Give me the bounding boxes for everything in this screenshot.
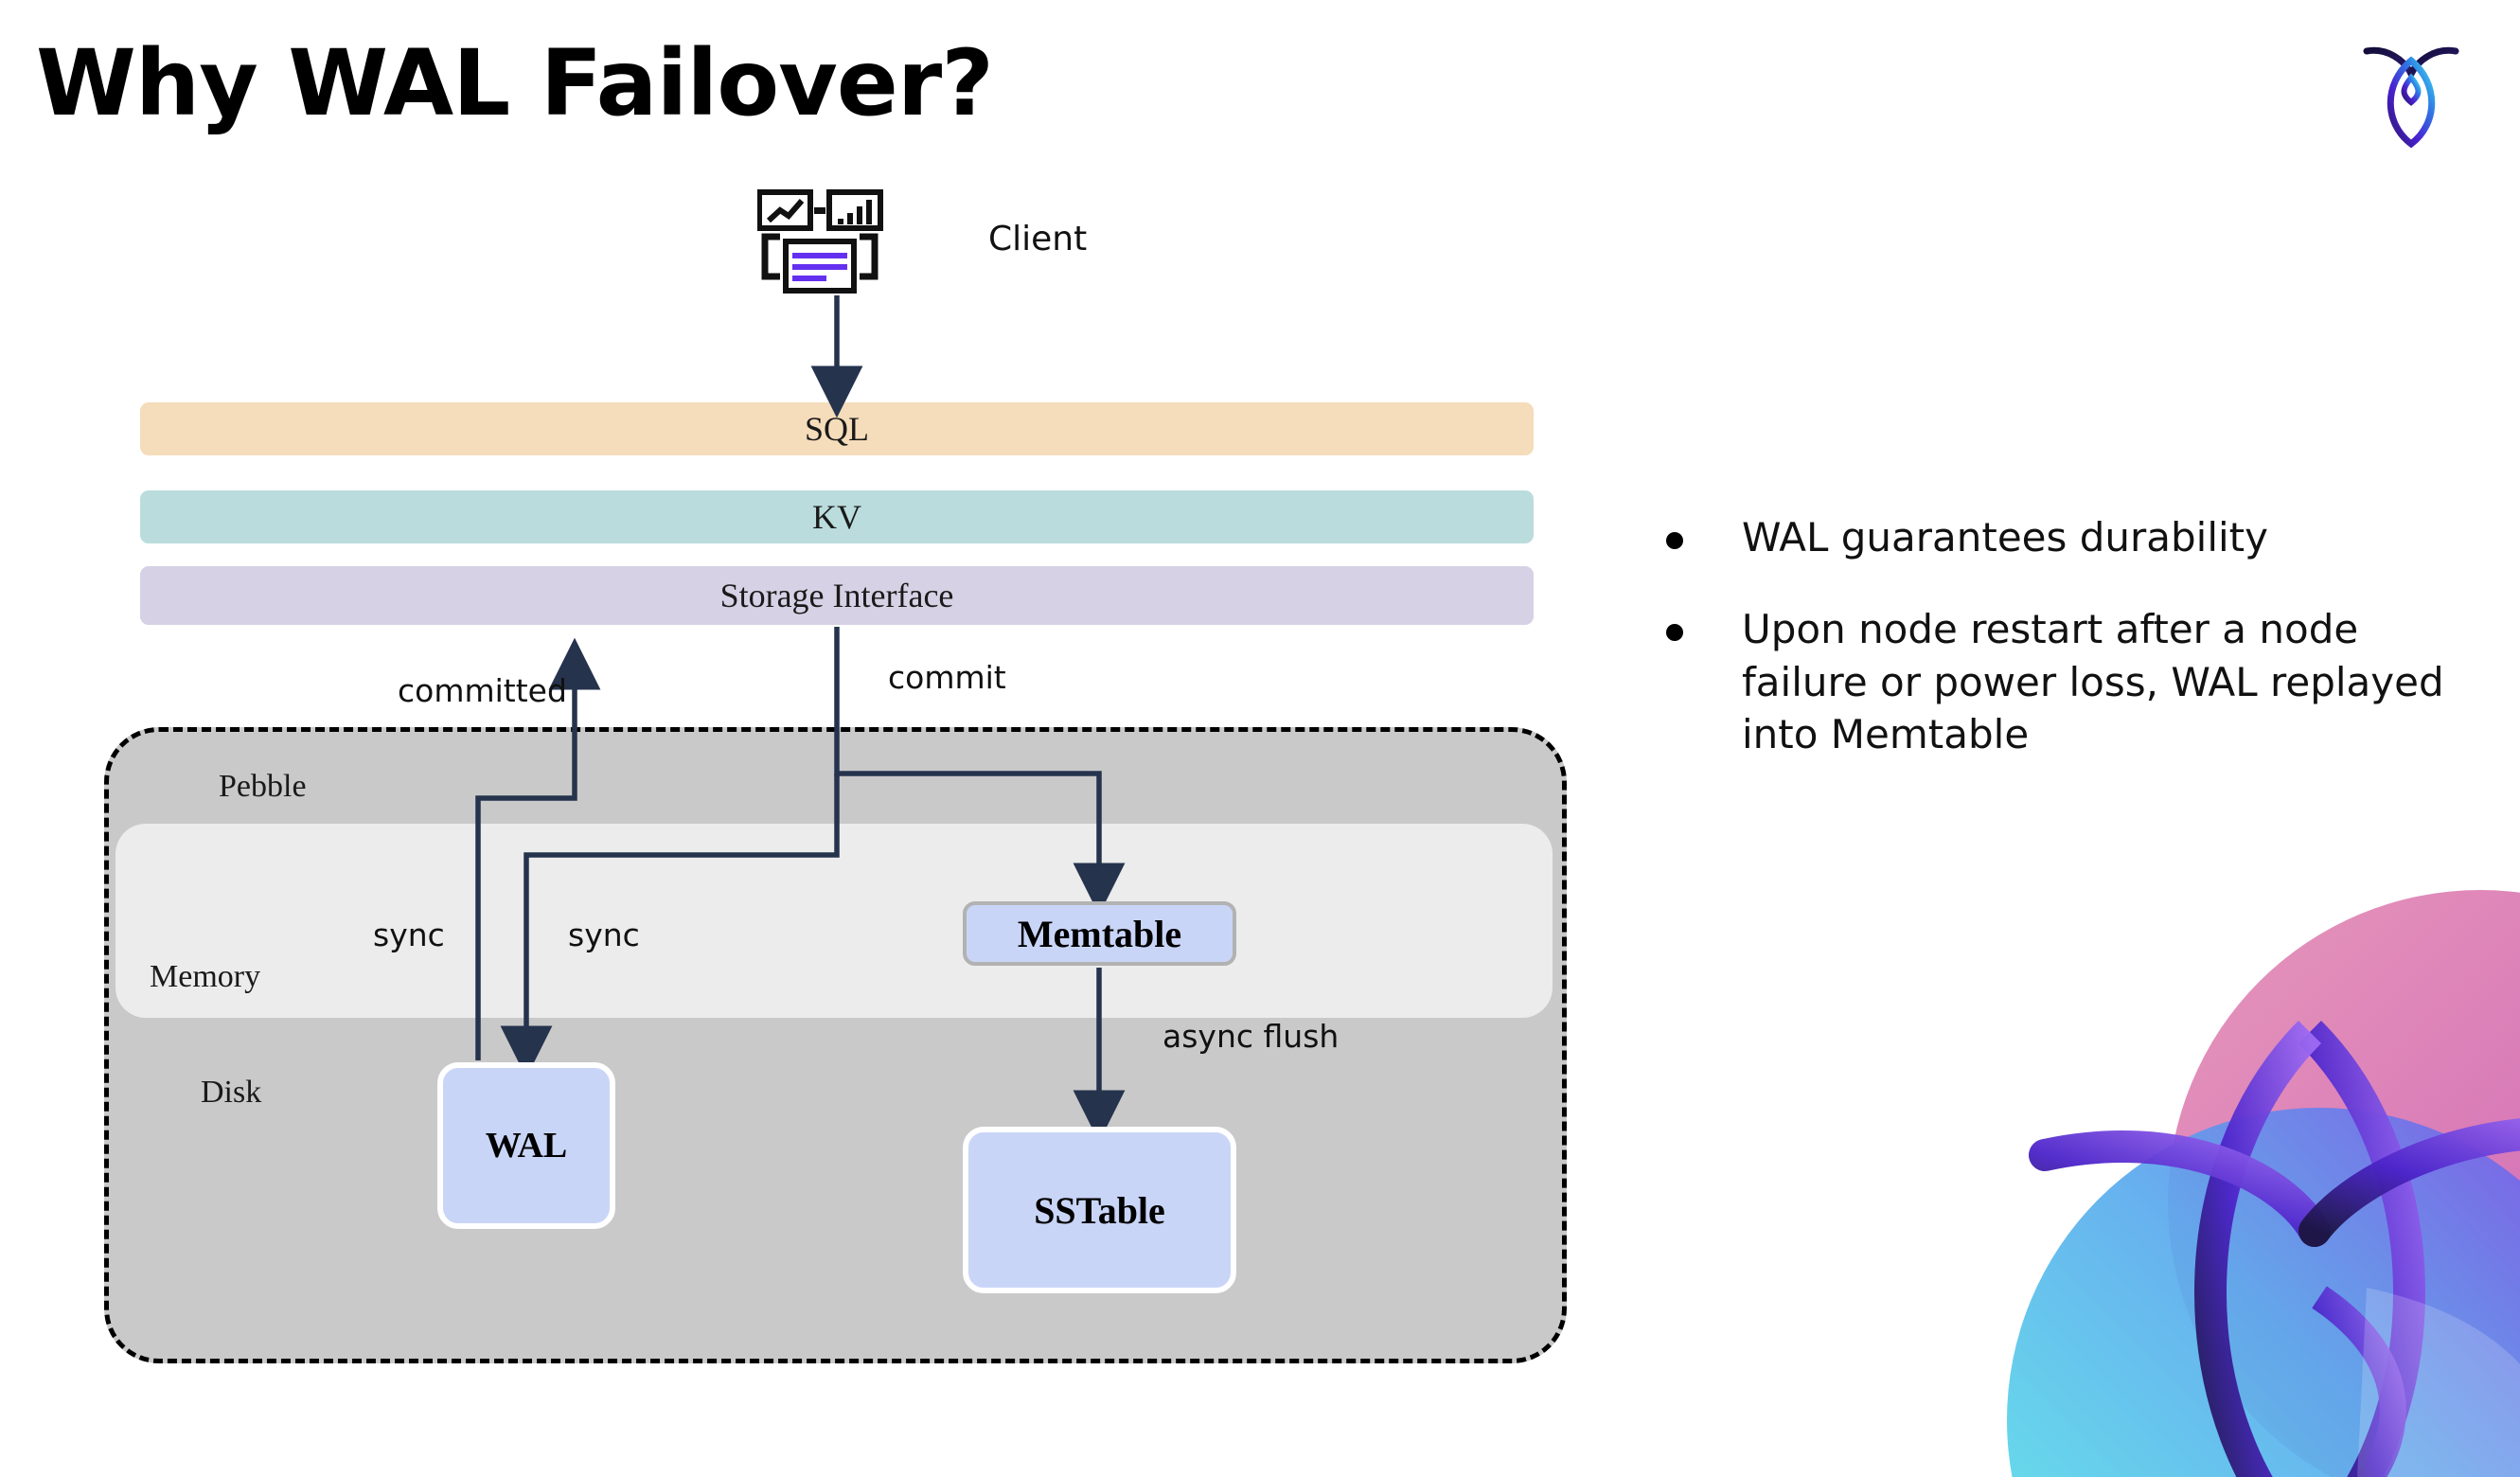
layer-bar-sql[interactable]: SQL (140, 402, 1534, 455)
edge-label-sync-b: sync (568, 916, 640, 953)
memory-zone-label: Memory (150, 959, 261, 994)
list-item: Upon node restart after a node failure o… (1666, 603, 2461, 760)
edge-label-sync-a: sync (373, 916, 445, 953)
pebble-label: Pebble (219, 769, 307, 804)
flow-arrows (475, 295, 1126, 1143)
slide-canvas: Why WAL Failover? (36, 30, 2520, 1477)
layer-bar-kv[interactable]: KV (140, 490, 1534, 543)
edge-label-async-flush: async flush (1162, 1018, 1340, 1055)
client-dashboard-icon (757, 189, 883, 294)
box-wal[interactable]: WAL (437, 1062, 615, 1229)
box-sstable[interactable]: SSTable (963, 1127, 1236, 1293)
box-memtable[interactable]: Memtable (963, 901, 1236, 966)
list-item: WAL guarantees durability (1666, 511, 2461, 563)
bullet-text: WAL guarantees durability (1742, 514, 2269, 561)
decorative-logo-watermark (2007, 890, 2520, 1477)
cockroachdb-logo-icon (2363, 46, 2459, 149)
disk-zone-label: Disk (201, 1075, 262, 1110)
bullet-list: WAL guarantees durability Upon node rest… (1666, 511, 2461, 801)
edge-label-committed: committed (398, 672, 567, 709)
layer-bar-storage-interface[interactable]: Storage Interface (140, 566, 1534, 625)
edge-label-commit: commit (888, 659, 1006, 696)
bullet-dot-icon (1666, 624, 1683, 642)
client-label: Client (988, 220, 1088, 258)
page-title: Why WAL Failover? (36, 30, 994, 136)
bullet-text: Upon node restart after a node failure o… (1742, 606, 2444, 758)
bullet-dot-icon (1666, 532, 1683, 549)
